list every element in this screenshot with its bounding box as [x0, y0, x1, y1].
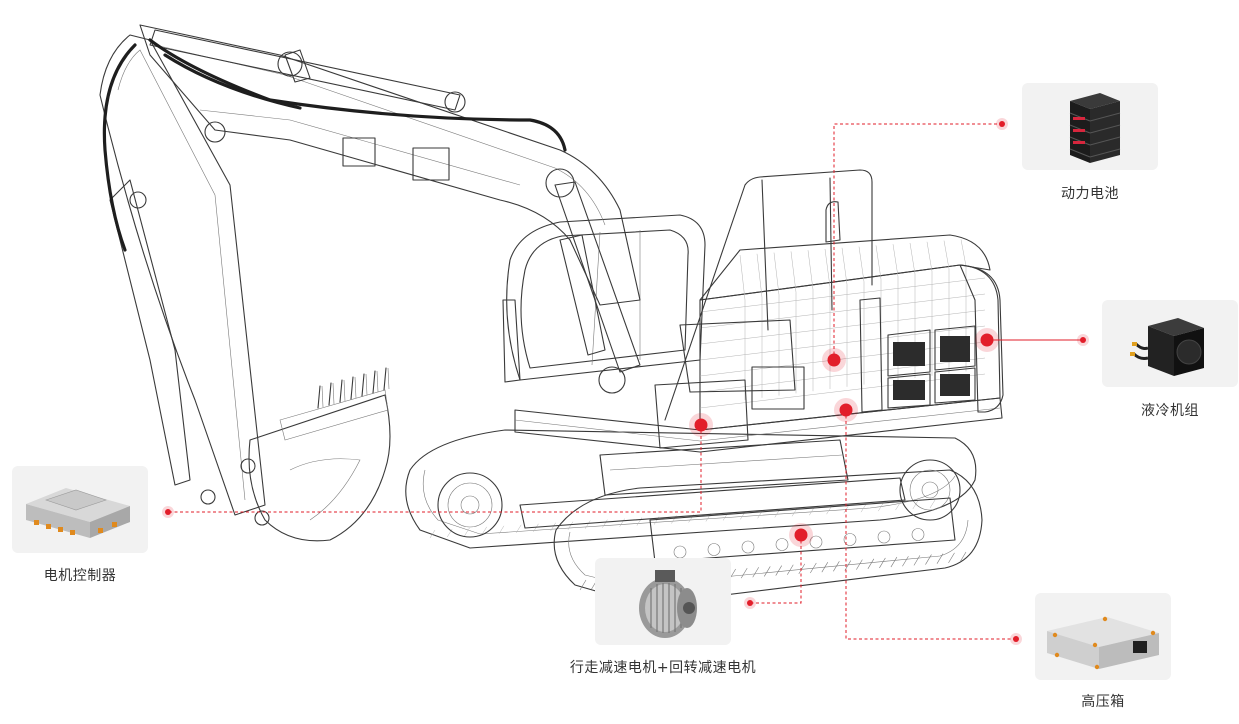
battery-label: 动力电池 — [1061, 186, 1119, 202]
upper-structure — [502, 169, 1004, 453]
battery-pack-icon — [1069, 93, 1121, 163]
leader-end-battery — [996, 118, 1008, 130]
reduction-motor-icon — [639, 570, 697, 638]
hvbox-label: 高压箱 — [1081, 694, 1125, 710]
boom-arm-bucket — [99, 24, 641, 542]
leader-end-controller — [162, 506, 174, 518]
hotspot-hvbox[interactable] — [834, 398, 858, 422]
leader-end-cooling — [1077, 334, 1089, 346]
leader-end-motor — [744, 597, 756, 609]
controller-card[interactable] — [12, 466, 148, 553]
cooling-label: 液冷机组 — [1141, 403, 1199, 419]
hotspots — [162, 118, 1089, 645]
leader-end-hvbox — [1010, 633, 1022, 645]
cooling-card[interactable] — [1102, 300, 1238, 387]
liquid-cooling-unit-icon — [1130, 318, 1204, 376]
motor-label: 行走减速电机+回转减速电机 — [569, 660, 757, 676]
hotspot-motor[interactable] — [789, 523, 813, 547]
battery-card[interactable] — [1022, 83, 1158, 170]
hotspot-controller[interactable] — [689, 413, 713, 437]
high-voltage-box-icon — [1047, 616, 1159, 670]
controller-label: 电机控制器 — [43, 568, 117, 584]
leader-lines — [168, 123, 1083, 640]
motor-card[interactable] — [595, 558, 731, 645]
hvbox-card[interactable] — [1035, 593, 1171, 680]
hotspot-cooling[interactable] — [975, 328, 999, 352]
motor-controller-icon — [26, 488, 130, 538]
hotspot-battery[interactable] — [822, 348, 846, 372]
